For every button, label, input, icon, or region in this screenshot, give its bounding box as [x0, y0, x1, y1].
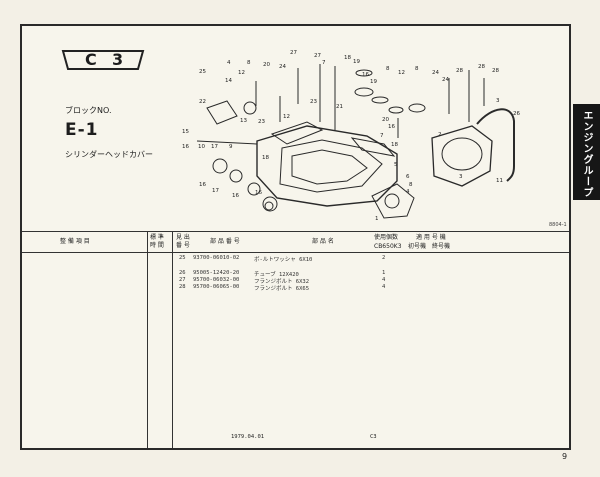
table-row: 25 93700-06010-02 ボ-ルトワッシャ 6X10 2: [179, 255, 386, 263]
exploded-view-drawing: 25 4 12 14 22 15 16 10 17 9 8 20 24 27 2…: [182, 50, 520, 222]
svg-text:7: 7: [322, 60, 326, 66]
svg-text:8: 8: [386, 66, 390, 72]
header-usage: 使用個数: [374, 234, 399, 241]
svg-text:16: 16: [232, 193, 239, 199]
side-tab-label: エンジングループ: [581, 110, 592, 198]
header-part-name: 部 品 名: [312, 238, 334, 245]
svg-text:22: 22: [199, 99, 206, 105]
header-applicable: 適 用 号 機: [416, 234, 446, 241]
svg-text:14: 14: [225, 78, 232, 84]
col-divider-1: [147, 232, 148, 448]
svg-text:12: 12: [238, 70, 245, 76]
svg-text:12: 12: [283, 114, 290, 120]
svg-text:3: 3: [459, 174, 463, 180]
svg-text:12: 12: [398, 70, 405, 76]
svg-text:9: 9: [229, 144, 233, 150]
header-model: CB650K3: [374, 243, 402, 250]
svg-text:5: 5: [394, 162, 398, 168]
svg-text:17: 17: [211, 144, 218, 150]
svg-text:4: 4: [406, 189, 410, 195]
page-frame: 25 4 12 14 22 15 16 10 17 9 8 20 24 27 2…: [20, 24, 571, 450]
svg-text:28: 28: [492, 68, 499, 74]
svg-text:8: 8: [409, 182, 413, 188]
svg-text:23: 23: [258, 119, 265, 125]
section-badge: C 3: [60, 48, 146, 72]
header-final-no: 終号機: [432, 243, 451, 250]
svg-text:18: 18: [391, 142, 398, 148]
svg-text:27: 27: [314, 53, 321, 59]
svg-text:21: 21: [336, 104, 343, 110]
svg-text:20: 20: [263, 62, 270, 68]
svg-text:6: 6: [406, 174, 410, 180]
svg-text:28: 28: [478, 64, 485, 70]
table-row: 27 95700-06032-00 フランジボルト 6X32 4: [179, 277, 386, 285]
block-number-label: ブロックNO.: [65, 106, 112, 115]
svg-text:19: 19: [353, 59, 360, 65]
svg-text:11: 11: [496, 178, 503, 184]
svg-text:16: 16: [182, 144, 189, 150]
svg-text:23: 23: [310, 99, 317, 105]
svg-text:16: 16: [362, 72, 369, 78]
svg-text:3: 3: [496, 98, 500, 104]
svg-text:16: 16: [199, 182, 206, 188]
svg-text:8: 8: [247, 60, 251, 66]
svg-text:16: 16: [255, 190, 262, 196]
parts-table-header: 整 備 項 目 標 準 時 間 見 出 番 号 部 品 番 号 部 品 名 使用…: [22, 232, 569, 253]
block-code: E-1: [65, 120, 99, 140]
svg-text:7: 7: [380, 133, 384, 139]
svg-text:18: 18: [344, 55, 351, 61]
svg-text:17: 17: [212, 188, 219, 194]
svg-text:2: 2: [438, 132, 442, 138]
table-row: 28 95700-06065-00 フランジボルト 6X65 4: [179, 284, 386, 292]
svg-text:10: 10: [198, 144, 205, 150]
header-ref-2: 番 号: [176, 242, 190, 249]
parts-diagram: 25 4 12 14 22 15 16 10 17 9 8 20 24 27 2…: [22, 26, 569, 231]
svg-text:16: 16: [388, 124, 395, 130]
footer-date: 1979.04.01: [231, 434, 265, 440]
svg-text:28: 28: [456, 68, 463, 74]
svg-text:24: 24: [279, 64, 286, 70]
section-letter: C: [85, 50, 97, 69]
header-std-time: 標 準: [150, 234, 164, 241]
figure-code: 8804-1: [549, 222, 567, 228]
svg-text:13: 13: [240, 118, 247, 124]
section-side-tab: エンジングループ: [573, 104, 600, 200]
svg-text:18: 18: [262, 155, 269, 161]
svg-text:26: 26: [513, 111, 520, 117]
footer-page-code: C3: [370, 434, 377, 440]
svg-text:25: 25: [199, 69, 206, 75]
svg-text:8: 8: [415, 66, 419, 72]
header-part-number: 部 品 番 号: [210, 238, 240, 245]
svg-text:20: 20: [382, 117, 389, 123]
page-number: 9: [562, 452, 568, 461]
svg-text:27: 27: [290, 50, 297, 56]
svg-text:24: 24: [432, 70, 439, 76]
svg-text:15: 15: [182, 129, 189, 135]
header-first-no: 初号機: [408, 243, 427, 250]
block-name: シリンダーヘッドカバー: [65, 150, 153, 159]
diagram-divider: [22, 231, 569, 232]
section-number: 3: [112, 50, 124, 69]
svg-text:19: 19: [370, 79, 377, 85]
svg-text:24: 24: [442, 77, 449, 83]
header-service-item: 整 備 項 目: [60, 238, 90, 245]
header-std-time-2: 時 間: [150, 242, 164, 249]
svg-text:1: 1: [375, 216, 379, 222]
table-row: 26 95005-12420-20 チューブ 12X420 1: [179, 270, 386, 278]
svg-text:4: 4: [227, 60, 231, 66]
col-divider-2: [172, 232, 173, 448]
header-ref: 見 出: [176, 234, 190, 241]
